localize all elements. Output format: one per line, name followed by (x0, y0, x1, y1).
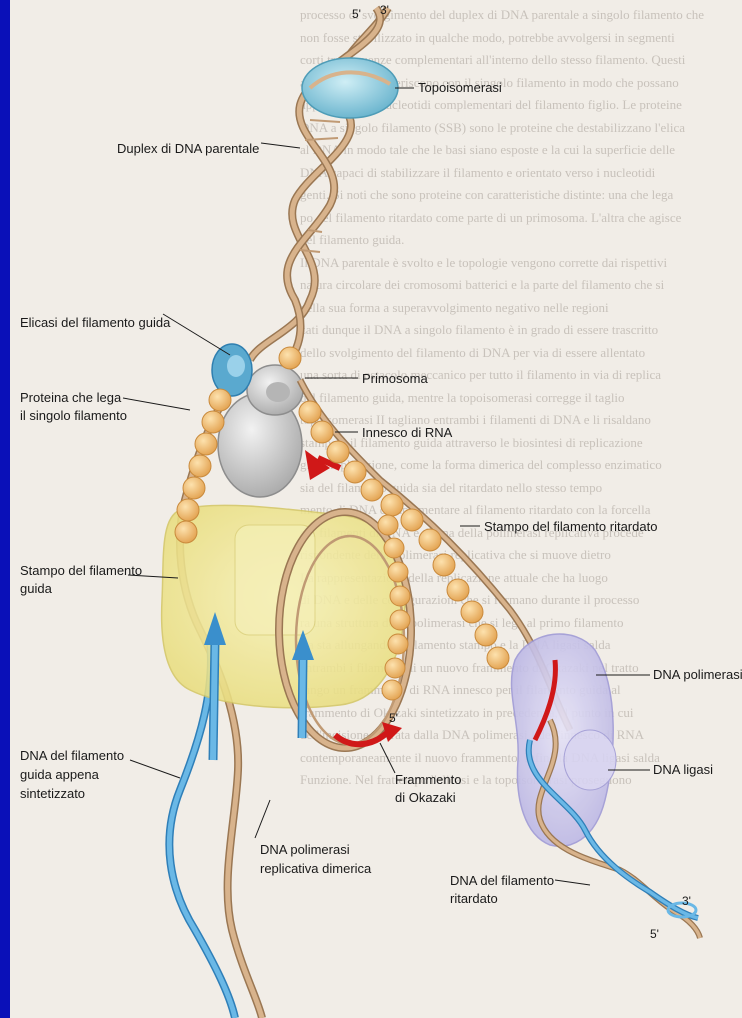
label-okazaki-line1: Frammento (395, 772, 461, 787)
label-primosome: Primosoma (362, 371, 429, 386)
label-lagging-dna-line2: ritardato (450, 891, 498, 906)
label-leading-new-line2: guida appena (20, 767, 100, 782)
label-rna-primer: Innesco di RNA (362, 425, 453, 440)
label-leading-new-line1: DNA del filamento (20, 748, 124, 763)
label-helicase: Elicasi del filamento guida (20, 315, 171, 330)
label-leading-template-line2: guida (20, 581, 53, 596)
textbook-page: processo di svolgimento del duplex di DN… (10, 0, 742, 1018)
end-label-okazaki-5prime: 5' (389, 711, 398, 725)
label-dna-polymerase: DNA polimerasi (653, 667, 742, 682)
label-ssb-line1: Proteina che lega (20, 390, 122, 405)
label-dimeric-pol-line2: replicativa dimerica (260, 861, 372, 876)
label-okazaki-line2: di Okazaki (395, 790, 456, 805)
end-label-top-5prime: 5' (352, 7, 361, 21)
label-topoisomerase: Topoisomerasi (418, 80, 502, 95)
label-lagging-dna-line1: DNA del filamento (450, 873, 554, 888)
end-label-right-3prime: 3' (682, 894, 691, 908)
label-leading-new-line3: sintetizzato (20, 786, 85, 801)
end-label-top-3prime: 3' (380, 3, 389, 17)
label-dna-ligase: DNA ligasi (653, 762, 713, 777)
label-dimeric-pol-line1: DNA polimerasi (260, 842, 350, 857)
label-leading-template-line1: Stampo del filamento (20, 563, 142, 578)
replication-fork-diagram: Topoisomerasi Duplex di DNA parentale El… (10, 0, 742, 1018)
label-parental-duplex: Duplex di DNA parentale (117, 141, 259, 156)
label-ssb-line2: il singolo filamento (20, 408, 127, 423)
topoisomerase (302, 58, 398, 118)
end-label-right-5prime: 5' (650, 927, 659, 941)
label-lagging-template: Stampo del filamento ritardato (484, 519, 657, 534)
